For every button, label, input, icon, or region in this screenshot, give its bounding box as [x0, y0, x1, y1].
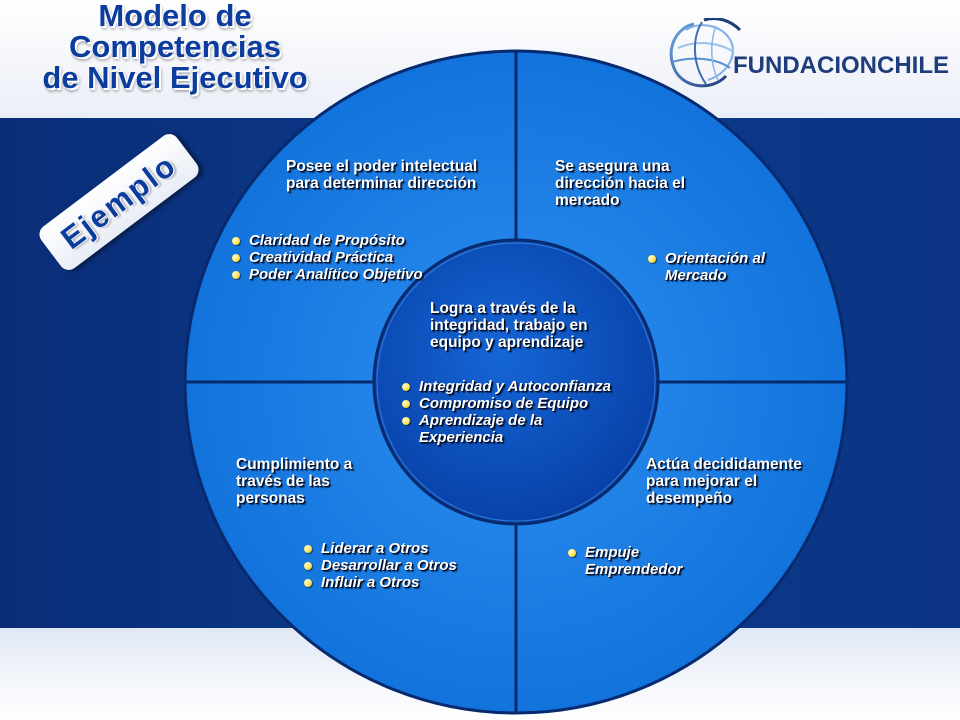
list-item: Poder Analítico Objetivo — [232, 266, 424, 283]
list-item: Empuje Emprendedor — [568, 544, 683, 578]
center-heading: Logra a través de la integridad, trabajo… — [430, 300, 588, 351]
title-line-2: Competencias — [69, 29, 281, 64]
list-item: Desarrollar a Otros — [304, 557, 457, 574]
center-list: Integridad y Autoconfianza Compromiso de… — [402, 378, 611, 446]
top-right-heading: Se asegura una dirección hacia el mercad… — [555, 158, 686, 209]
list-item: Aprendizaje de la Experiencia — [402, 412, 611, 446]
bottom-right-heading: Actúa decididamente para mejorar el dese… — [646, 456, 802, 507]
center-circle — [372, 238, 660, 526]
top-left-heading: Posee el poder intelectual para determin… — [286, 158, 478, 192]
title-line-1: Modelo de — [98, 0, 252, 33]
bottom-left-list: Liderar a Otros Desarrollar a Otros Infl… — [304, 540, 457, 591]
list-item: Orientación al Mercado — [648, 250, 765, 284]
bottom-left-heading: Cumplimiento a través de las personas — [236, 456, 353, 507]
bottom-right-list: Empuje Emprendedor — [568, 544, 683, 578]
top-right-list: Orientación al Mercado — [648, 250, 765, 284]
list-item: Liderar a Otros — [304, 540, 457, 557]
list-item: Compromiso de Equipo — [402, 395, 611, 412]
list-item: Integridad y Autoconfianza — [402, 378, 611, 395]
list-item: Claridad de Propósito — [232, 232, 424, 249]
fundacionchile-logo-text: FUNDACIONCHILE — [733, 52, 949, 79]
title-line-3: de Nivel Ejecutivo — [42, 60, 308, 95]
slide-title: Modelo de Competencias de Nivel Ejecutiv… — [10, 0, 340, 93]
list-item: Creatividad Práctica — [232, 249, 424, 266]
globe-swoosh-icon — [669, 18, 742, 88]
list-item: Influir a Otros — [304, 574, 457, 591]
top-left-list: Claridad de Propósito Creatividad Prácti… — [232, 232, 424, 283]
